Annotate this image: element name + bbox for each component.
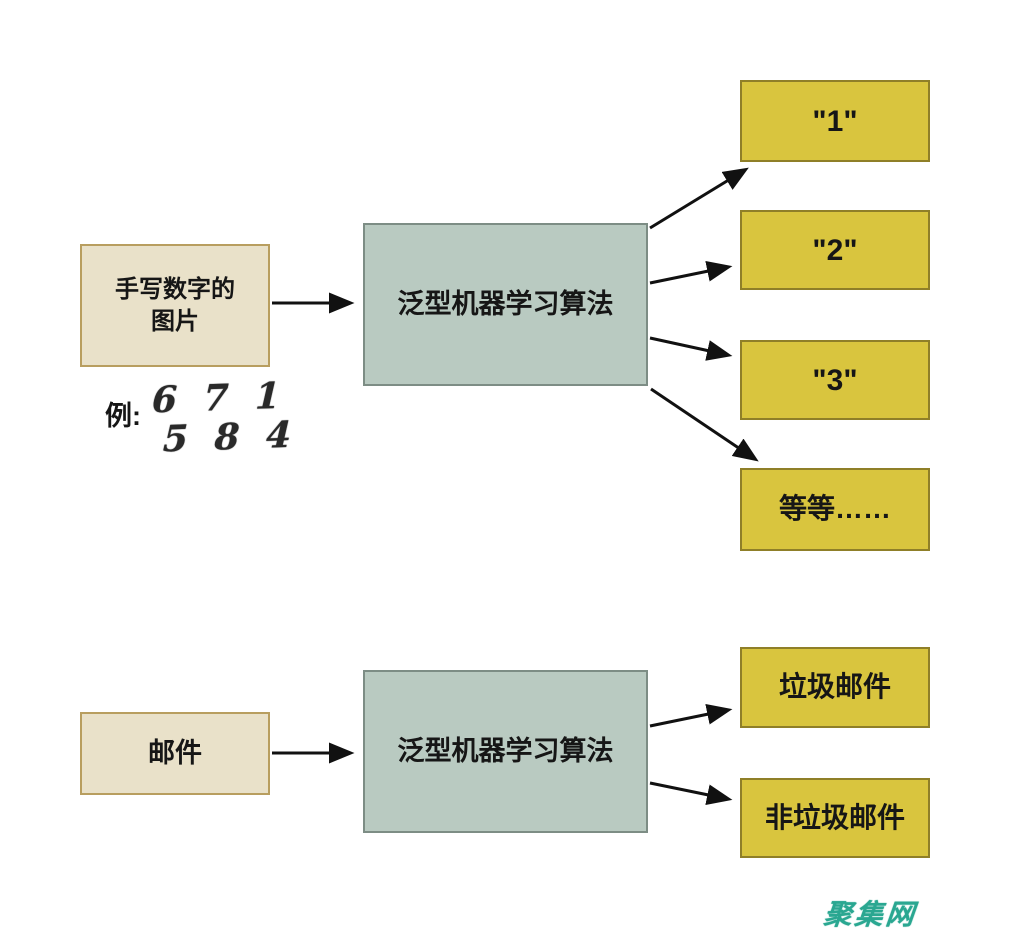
- node-output-digit-1: "1": [740, 80, 930, 162]
- node-label: 垃圾邮件: [778, 671, 891, 703]
- node-handwritten-digits-input: 手写数字的 图片: [80, 244, 270, 367]
- node-ml-algorithm-bottom: 泛型机器学习算法: [363, 670, 648, 833]
- node-output-spam: 垃圾邮件: [740, 647, 930, 728]
- arrow-algorithm-to-output-1: [649, 167, 749, 230]
- node-mail-input: 邮件: [80, 712, 270, 795]
- site-watermark: 聚集网: [822, 899, 919, 930]
- node-label: "1": [812, 104, 858, 138]
- node-label-line: 图片: [151, 307, 199, 335]
- node-ml-algorithm-top: 泛型机器学习算法: [363, 223, 648, 386]
- arrow-algorithm-to-output-2: [649, 260, 733, 285]
- node-label: "2": [812, 233, 858, 267]
- arrow-algorithm-to-not-spam: [649, 781, 733, 806]
- node-label: 邮件: [148, 737, 202, 768]
- arrow-algorithm-to-spam: [649, 703, 733, 728]
- node-label: 等等……: [778, 493, 891, 525]
- node-label: 非垃圾邮件: [764, 801, 905, 833]
- node-output-digit-3: "3": [740, 340, 930, 420]
- node-label: 泛型机器学习算法: [397, 288, 614, 319]
- node-output-not-spam: 非垃圾邮件: [740, 778, 930, 858]
- node-output-digit-2: "2": [740, 210, 930, 290]
- handwritten-digits-row-2: 5 8 4: [162, 413, 299, 461]
- node-output-etc: 等等……: [740, 468, 930, 551]
- example-label: 例:: [105, 401, 141, 431]
- arrow-algorithm-to-output-3: [649, 336, 733, 361]
- node-label: 泛型机器学习算法: [397, 735, 614, 766]
- node-label: "3": [812, 363, 858, 397]
- node-label-line: 手写数字的: [115, 276, 235, 304]
